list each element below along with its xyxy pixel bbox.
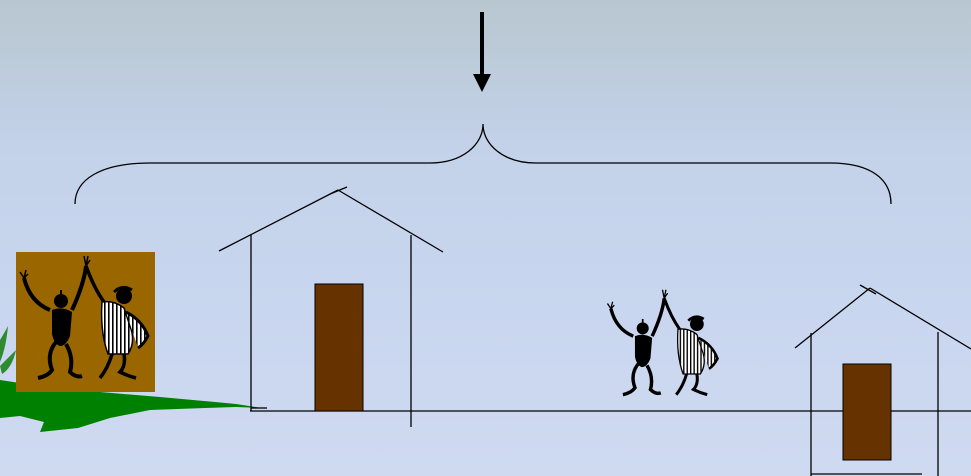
door-left <box>315 284 363 411</box>
dancing-people-clipart <box>607 290 717 395</box>
dancing-people-photo <box>16 252 155 392</box>
house-left <box>219 187 443 427</box>
down-arrow-icon <box>473 12 491 92</box>
door-right <box>843 364 891 460</box>
grass-blade <box>0 326 8 362</box>
house-right <box>795 285 971 476</box>
curly-brace <box>75 124 891 204</box>
